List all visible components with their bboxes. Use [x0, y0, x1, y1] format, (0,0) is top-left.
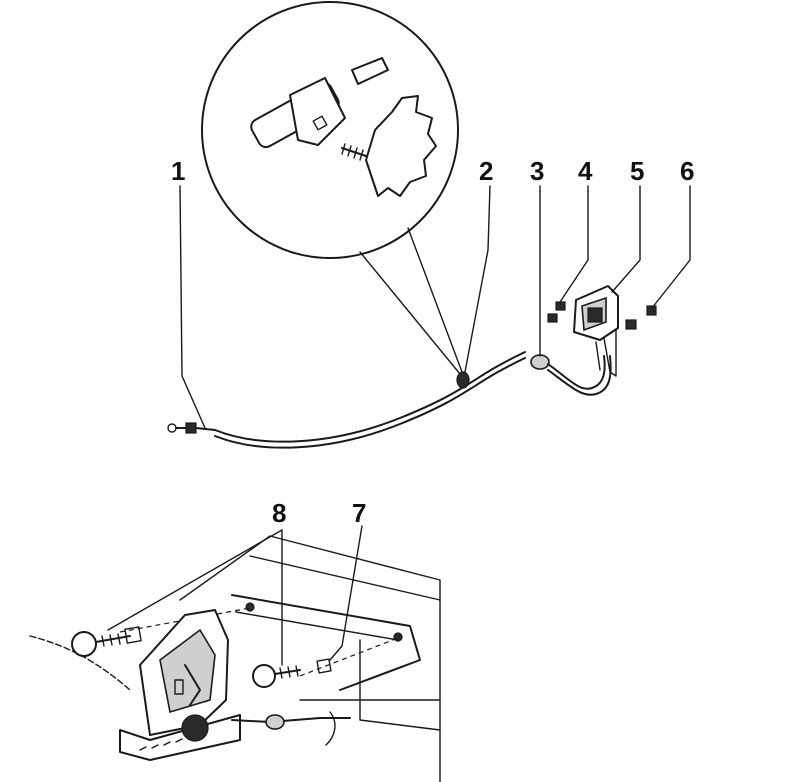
callout-1: 1 [171, 156, 185, 186]
mounting-nuts [625, 305, 657, 330]
latch-bolt-left [71, 626, 142, 657]
callout-3: 3 [530, 156, 544, 186]
release-handle [573, 285, 619, 377]
detail-magnifier [201, 1, 463, 375]
callout-6: 6 [680, 156, 694, 186]
detail-cable-rod [219, 57, 395, 158]
release-cable [167, 351, 612, 449]
callout-5: 5 [630, 156, 644, 186]
callout-leaders-lower [107, 525, 363, 666]
callout-8: 8 [272, 498, 286, 528]
callout-7: 7 [352, 498, 366, 528]
callout-4: 4 [578, 156, 593, 186]
callout-labels: 1 2 3 4 5 6 7 8 [171, 156, 694, 528]
callout-leaders-upper [179, 185, 691, 429]
callout-2: 2 [479, 156, 493, 186]
hood-latch-assembly [29, 535, 441, 782]
latch-bolt-right [252, 658, 332, 688]
mounting-screws [547, 301, 566, 323]
detail-panel-fragment [365, 95, 437, 197]
